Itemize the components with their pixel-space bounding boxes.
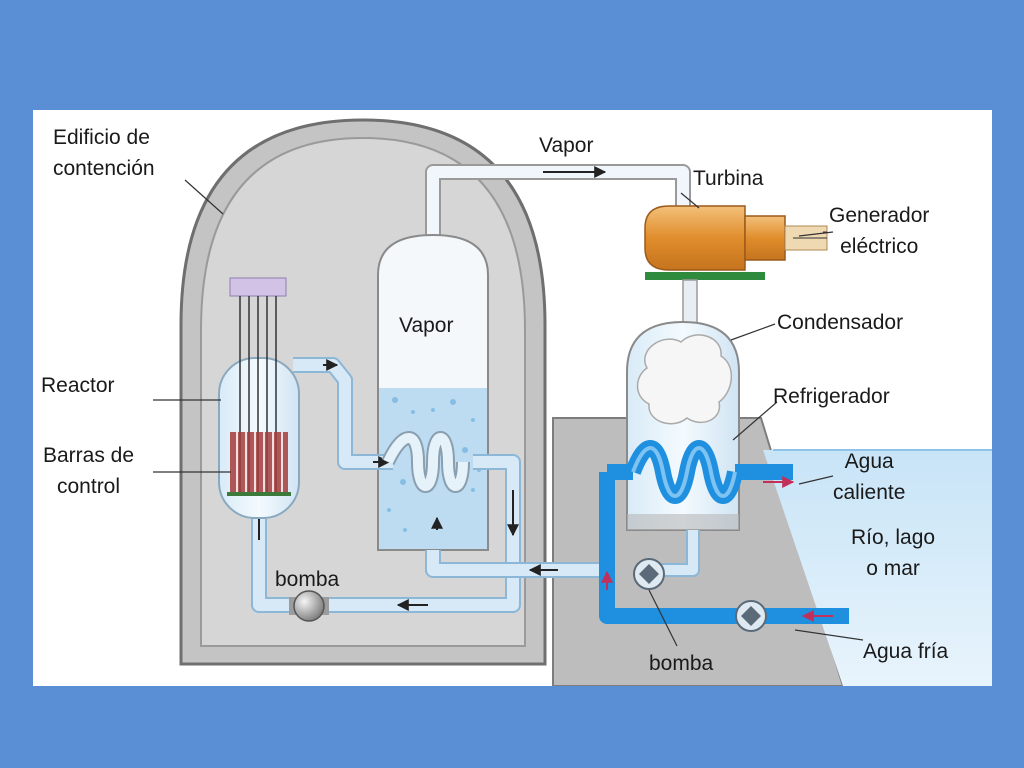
label-hot-water: Agua caliente — [833, 450, 906, 504]
label-turbine: Turbina — [693, 167, 764, 190]
label-generator: Generador eléctrico — [829, 204, 930, 258]
label-reactor: Reactor — [41, 374, 115, 397]
turbine — [644, 205, 828, 341]
label-steam-pipe: Vapor — [539, 134, 594, 157]
steam-generator — [377, 233, 489, 551]
primary-loop — [251, 357, 603, 613]
reactor-vessel — [218, 277, 300, 519]
label-steam: Vapor — [399, 314, 454, 337]
label-river-lake-sea: Río, lago o mar — [851, 526, 936, 580]
diagram-panel: Edificio de contención Vapor Turbina Gen… — [33, 110, 992, 686]
label-cooler: Refrigerador — [773, 385, 890, 408]
condensate-line — [653, 530, 700, 577]
nuclear-plant-diagram — [153, 118, 992, 686]
label-cold-water: Agua fría — [863, 640, 949, 663]
label-pump-secondary: bomba — [649, 652, 714, 675]
heat-exchanger-coil — [381, 431, 470, 493]
label-containment-building: Edificio de contención — [53, 126, 155, 180]
label-pump-primary: bomba — [275, 568, 340, 591]
leader-lines — [153, 179, 864, 647]
primary-pump — [289, 590, 329, 622]
label-control-rods: Barras de control — [43, 444, 135, 498]
label-condenser: Condensador — [777, 311, 904, 334]
secondary-pumps — [633, 558, 767, 632]
